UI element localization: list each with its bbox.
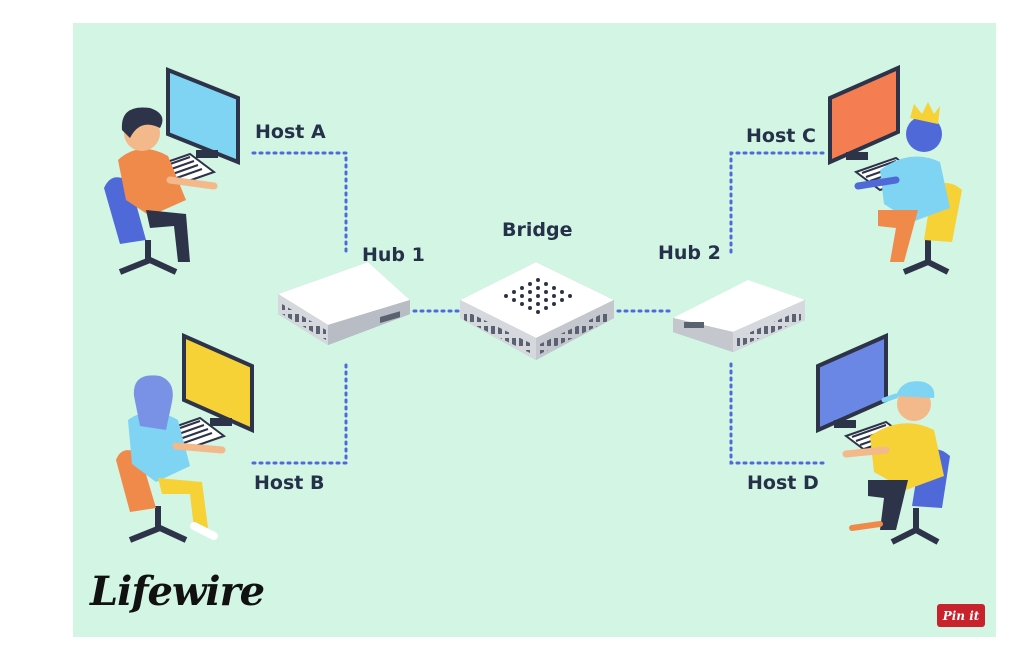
link-host-c-hub-2: [729, 151, 825, 257]
person-at-desk-icon: [104, 107, 218, 275]
link-host-d-hub-2: [729, 360, 825, 465]
bridge-label: Bridge: [502, 219, 573, 241]
hub-2-label: Hub 2: [658, 242, 721, 264]
host-a-workstation: [104, 67, 240, 275]
host-d-label: Host D: [747, 472, 819, 494]
host-b-label: Host B: [254, 472, 325, 494]
host-c-label: Host C: [746, 125, 816, 147]
person-at-desk-icon: [116, 375, 226, 543]
host-a-label: Host A: [255, 121, 326, 143]
desktop-computer-icon: [828, 64, 900, 166]
hub-1-label: Hub 1: [362, 244, 425, 266]
link-host-b-hub-1: [251, 360, 348, 465]
pin-it-button[interactable]: Pin it: [937, 604, 985, 627]
desktop-computer-icon: [166, 67, 240, 165]
bridge-grid-icon: [504, 278, 572, 314]
person-at-desk-icon: [842, 381, 950, 545]
host-d-workstation: [816, 332, 950, 545]
connection-links: [251, 151, 825, 465]
bridge-icon: [460, 262, 614, 360]
host-c-workstation: [828, 64, 962, 275]
desktop-computer-icon: [816, 332, 888, 434]
desktop-computer-icon: [182, 332, 254, 434]
lifewire-logo: Lifewire: [90, 568, 265, 615]
link-host-a-hub-1: [251, 151, 348, 257]
hub-2-icon: [673, 280, 805, 352]
hub-1-icon: [278, 262, 410, 345]
person-at-desk-icon: [854, 102, 962, 275]
host-b-workstation: [116, 332, 254, 543]
